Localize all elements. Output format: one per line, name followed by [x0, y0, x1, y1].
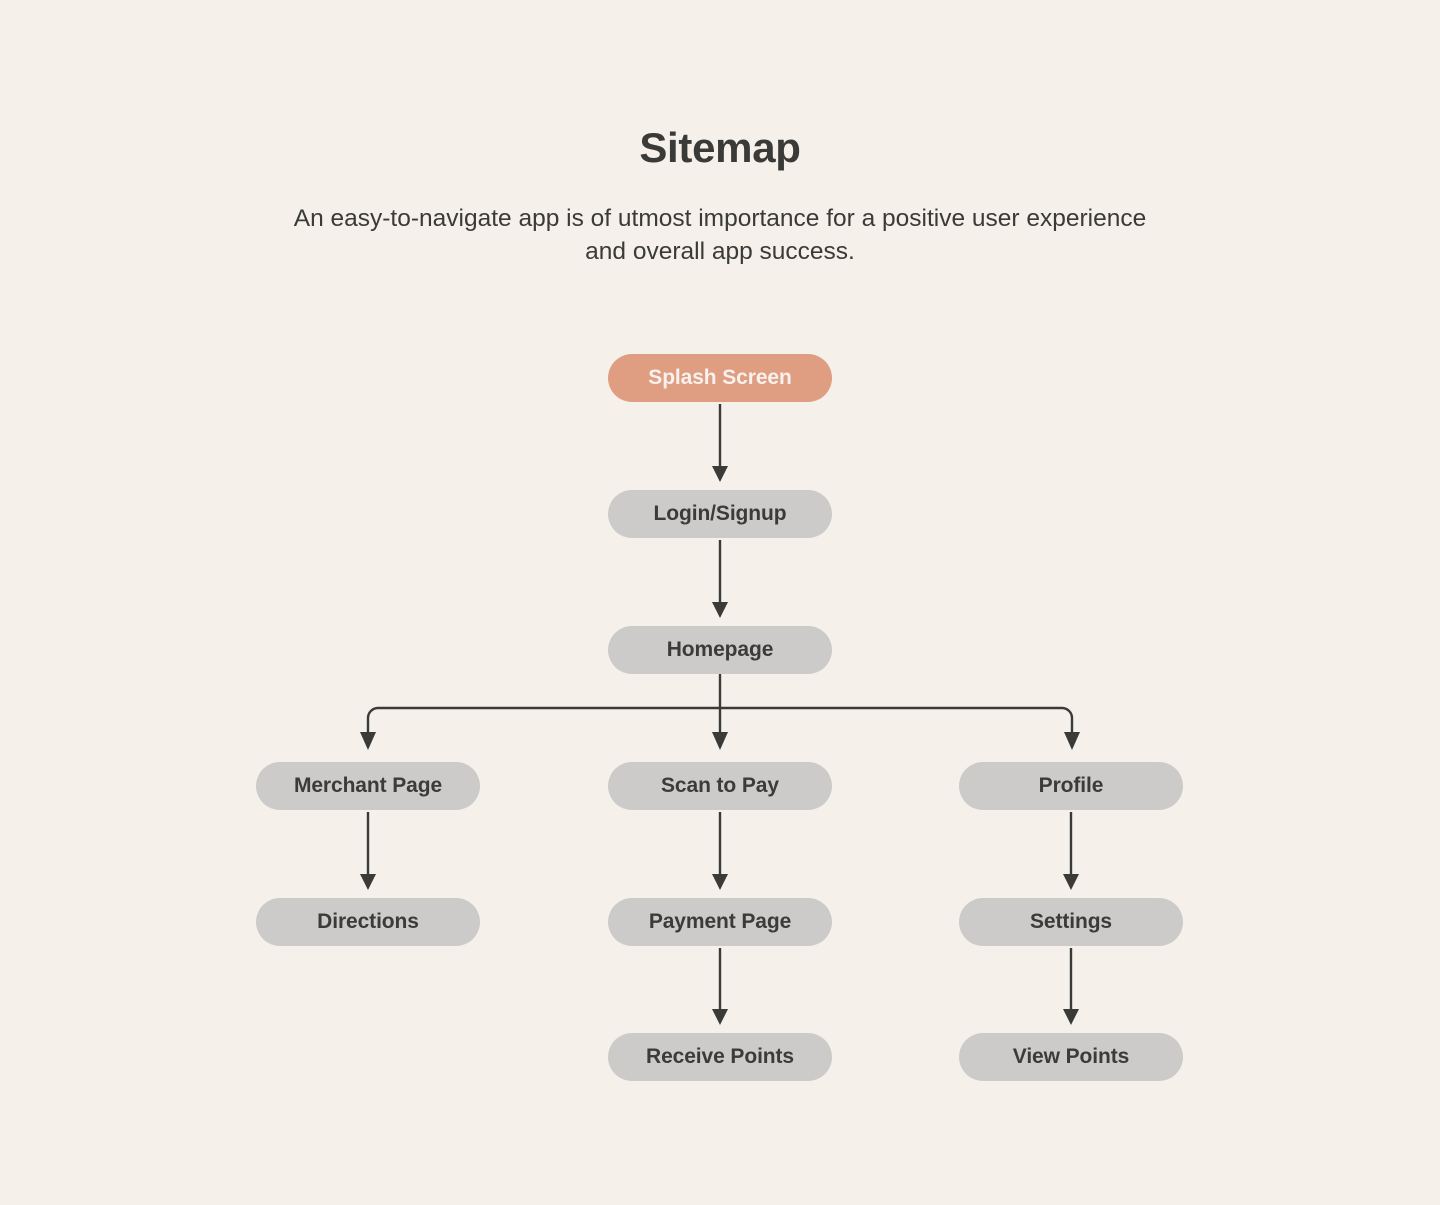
node-receive-points[interactable]: Receive Points: [608, 1033, 832, 1081]
node-homepage[interactable]: Homepage: [608, 626, 832, 674]
node-label: Scan to Pay: [661, 774, 779, 797]
node-label: Payment Page: [648, 910, 792, 933]
page-title: Sitemap: [639, 124, 801, 171]
node-label: Receive Points: [646, 1045, 794, 1068]
edge-merchant-page-to-directions: [360, 812, 376, 890]
node-label: Splash Screen: [648, 366, 792, 389]
node-label: Directions: [317, 910, 419, 933]
node-label: Homepage: [666, 638, 774, 661]
node-merchant-page[interactable]: Merchant Page: [256, 762, 480, 810]
node-profile[interactable]: Profile: [959, 762, 1183, 810]
node-payment-page[interactable]: Payment Page: [608, 898, 832, 946]
node-login-signup[interactable]: Login/Signup: [608, 490, 832, 538]
node-settings[interactable]: Settings: [959, 898, 1183, 946]
node-label: Profile: [1038, 774, 1104, 797]
node-splash-screen[interactable]: Splash Screen: [608, 354, 832, 402]
edge-settings-to-view-points: [1063, 948, 1079, 1025]
edge-payment-page-to-receive-points: [712, 948, 728, 1025]
node-scan-to-pay[interactable]: Scan to Pay: [608, 762, 832, 810]
edge-homepage-branch: [360, 674, 1080, 750]
edge-scan-to-pay-to-payment-page: [712, 812, 728, 890]
edge-login-signup-to-homepage: [712, 540, 728, 618]
node-directions[interactable]: Directions: [256, 898, 480, 946]
page-subtitle: An easy-to-navigate app is of utmost imp…: [293, 205, 1147, 265]
node-label: Login/Signup: [653, 502, 787, 525]
node-view-points[interactable]: View Points: [959, 1033, 1183, 1081]
edge-profile-to-settings: [1063, 812, 1079, 890]
edge-splash-screen-to-login-signup: [712, 404, 728, 482]
node-label: View Points: [1012, 1045, 1130, 1068]
node-label: Merchant Page: [293, 774, 443, 797]
node-label: Settings: [1029, 910, 1113, 933]
